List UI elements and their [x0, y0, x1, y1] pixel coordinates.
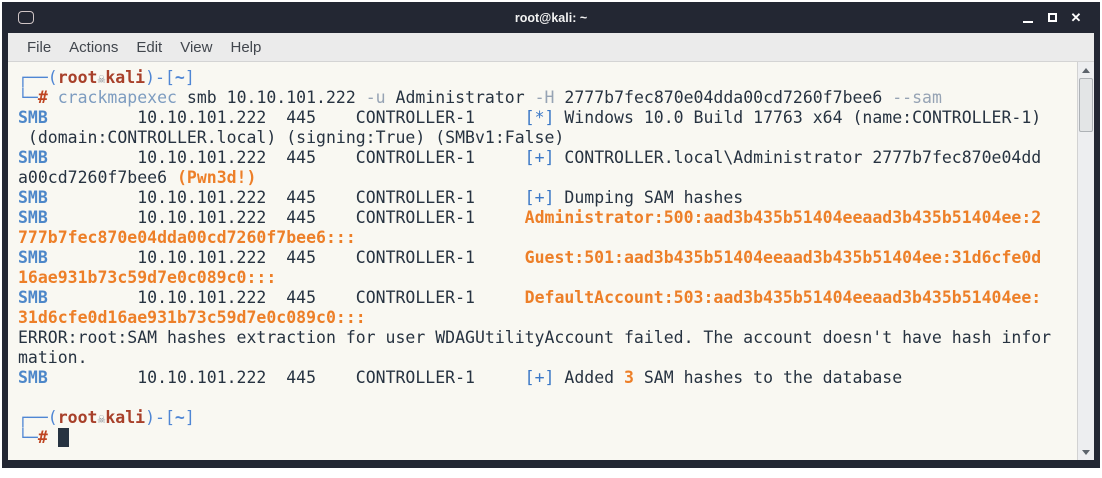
terminal-line: mation.	[18, 348, 88, 367]
terminal-line: ┌──(root☠kali)-[~]	[18, 408, 195, 427]
terminal-line: └─#	[18, 428, 1077, 448]
menu-bar: File Actions Edit View Help	[8, 33, 1094, 62]
terminal-line: 777b7fec870e04dda00cd7260f7bee6:::	[18, 228, 356, 247]
terminal-line: ┌──(root☠kali)-[~]	[18, 68, 195, 87]
close-icon: ✕	[1070, 10, 1082, 25]
terminal-cursor	[57, 428, 69, 447]
arrow-up-icon	[1082, 67, 1090, 73]
window-title: root@kali: ~	[514, 10, 588, 25]
menu-actions[interactable]: Actions	[69, 38, 119, 56]
menu-file[interactable]: File	[27, 38, 52, 56]
terminal-line: SMB 10.10.101.222 445 CONTROLLER-1 [*] W…	[18, 108, 1042, 127]
minimize-button[interactable]	[1016, 7, 1040, 29]
maximize-button[interactable]	[1040, 7, 1064, 29]
scrollbar[interactable]	[1077, 62, 1094, 460]
scrollbar-thumb[interactable]	[1079, 78, 1093, 132]
terminal-line: └─# crackmapexec smb 10.10.101.222 -u Ad…	[18, 88, 942, 107]
menu-help[interactable]: Help	[230, 38, 262, 56]
terminal-line: SMB 10.10.101.222 445 CONTROLLER-1 Guest…	[18, 248, 1042, 267]
terminal-line: 16ae931b73c59d7e0c089c0:::	[18, 268, 277, 287]
scroll-down-button[interactable]	[1078, 445, 1094, 459]
terminal-lines: ┌──(root☠kali)-[~]└─# crackmapexec smb 1…	[8, 62, 1077, 460]
window-controls: ✕	[1016, 2, 1088, 33]
terminal-line: SMB 10.10.101.222 445 CONTROLLER-1 [+] D…	[18, 188, 744, 207]
close-button[interactable]: ✕	[1064, 7, 1088, 29]
arrow-down-icon	[1082, 449, 1090, 455]
terminal-line: SMB 10.10.101.222 445 CONTROLLER-1 Admin…	[18, 208, 1042, 227]
terminal-line: SMB 10.10.101.222 445 CONTROLLER-1 [+] C…	[18, 148, 1042, 167]
terminal-line: 31d6cfe0d16ae931b73c59d7e0c089c0:::	[18, 308, 366, 327]
menu-edit[interactable]: Edit	[136, 38, 163, 56]
terminal-window: root@kali: ~ ✕ File Actions Edit View He…	[2, 2, 1100, 468]
terminal-line: SMB 10.10.101.222 445 CONTROLLER-1 [+] A…	[18, 368, 903, 387]
terminal-line: (domain:CONTROLLER.local) (signing:True)…	[18, 128, 565, 147]
menu-view[interactable]: View	[180, 38, 213, 56]
terminal-line: ERROR:root:SAM hashes extraction for use…	[18, 328, 1052, 347]
title-bar[interactable]: root@kali: ~ ✕	[2, 2, 1100, 33]
terminal-line	[18, 388, 1077, 408]
terminal-icon	[18, 11, 34, 24]
terminal-line: a00cd7260f7bee6 (Pwn3d!)	[18, 168, 257, 187]
minimize-icon	[1023, 21, 1033, 23]
scroll-up-button[interactable]	[1078, 63, 1094, 77]
terminal-line: SMB 10.10.101.222 445 CONTROLLER-1 Defau…	[18, 288, 1042, 307]
terminal-output[interactable]: ┌──(root☠kali)-[~]└─# crackmapexec smb 1…	[8, 62, 1094, 460]
maximize-icon	[1047, 13, 1057, 22]
